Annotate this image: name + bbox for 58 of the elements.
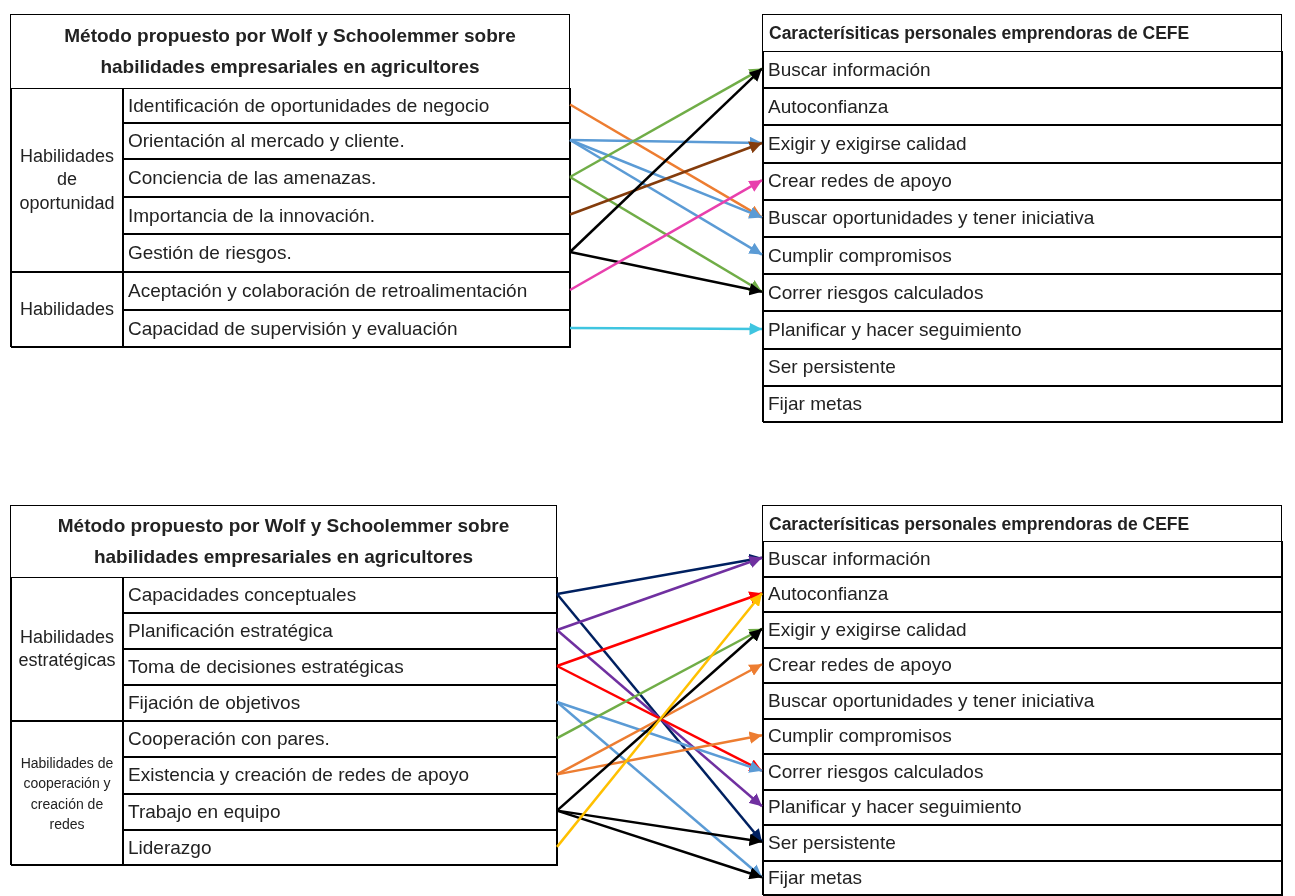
table-cell: Liderazgo [123,829,558,866]
table-header: Método propuesto por Wolf y Schoolemmer sobre habilidades empresariales en agricultores [56,514,511,569]
mapping-table [762,14,1282,422]
table-cell: Fijar metas [763,385,1283,423]
table-cell: Buscar información [763,541,1283,577]
arrow [569,250,763,296]
table-cell: Existencia y creación de redes de apoyo [123,757,558,794]
arrow [556,809,763,880]
table-cell: Ser persistente [763,825,1283,861]
table-cell: Orientación al mercado y cliente. [123,123,571,159]
row-header-cell: Habilidades de oportunidad [11,88,123,272]
table-cell: Trabajo en equipo [123,793,558,830]
arrow [556,556,763,632]
mapping-table [762,505,1282,895]
arrow [569,138,763,256]
arrow [556,591,763,668]
table-cell: Planificar y hacer seguimiento [763,311,1283,349]
table-cell: Autoconfianza [763,88,1283,126]
table-cell: Capacidades conceptuales [123,577,558,613]
table-cell: Exigir y exigirse calidad [763,612,1283,648]
table-header: Caracterísiticas personales emprendoras de CEFE [768,22,1191,45]
mapping-table [10,14,570,347]
table-cell: Correr riesgos calculados [763,754,1283,790]
table-cell: Gestión de riesgos. [123,234,571,272]
table-cell: Correr riesgos calculados [763,274,1283,312]
table-cell: Capacidad de supervisión y evaluación [123,310,571,348]
table-cell: Buscar oportunidades y tener iniciativa [763,683,1283,719]
arrow [556,701,763,879]
table-cell: Planificación estratégica [123,613,558,649]
table-cell: Exigir y exigirse calidad [763,125,1283,163]
arrow [556,731,763,776]
table-cell: Buscar información [763,51,1283,89]
table-cell: Buscar oportunidades y tener iniciativa [763,199,1283,237]
row-header-cell: Habilidades estratégicas [11,577,123,721]
table-cell: Toma de decisiones estratégicas [123,649,558,685]
row-header-cell: Habilidades de cooperación y creación de redes [11,721,123,866]
table-cell: Fijar metas [763,860,1283,896]
row-header-cell: Habilidades [11,272,123,348]
arrow [569,103,763,219]
table-cell: Importancia de la innovación. [123,197,571,234]
table-cell: Fijación de objetivos [123,685,558,721]
table-cell: Cooperación con pares. [123,721,558,758]
mapping-table [10,505,557,865]
arrow [556,700,763,773]
table-cell: Crear redes de apoyo [763,162,1283,200]
table-cell: Cumplir compromisos [763,718,1283,754]
table-cell: Conciencia de las amenazas. [123,159,571,197]
arrow [569,67,763,253]
table-header: Caracterísiticas personales emprendoras de CEFE [768,512,1191,536]
table-header: Método propuesto por Wolf y Schoolemmer sobre habilidades empresariales en agricultores [63,24,517,79]
table-cell: Identificación de oportunidades de negocio [123,88,571,123]
arrow [570,322,762,336]
table-cell: Planificar y hacer seguimiento [763,789,1283,825]
table-cell: Cumplir compromisos [763,237,1283,275]
table-cell: Autoconfianza [763,576,1283,612]
table-cell: Crear redes de apoyo [763,647,1283,683]
table-cell: Ser persistente [763,348,1283,386]
table-cell: Aceptación y colaboración de retroalimentación [123,272,571,310]
